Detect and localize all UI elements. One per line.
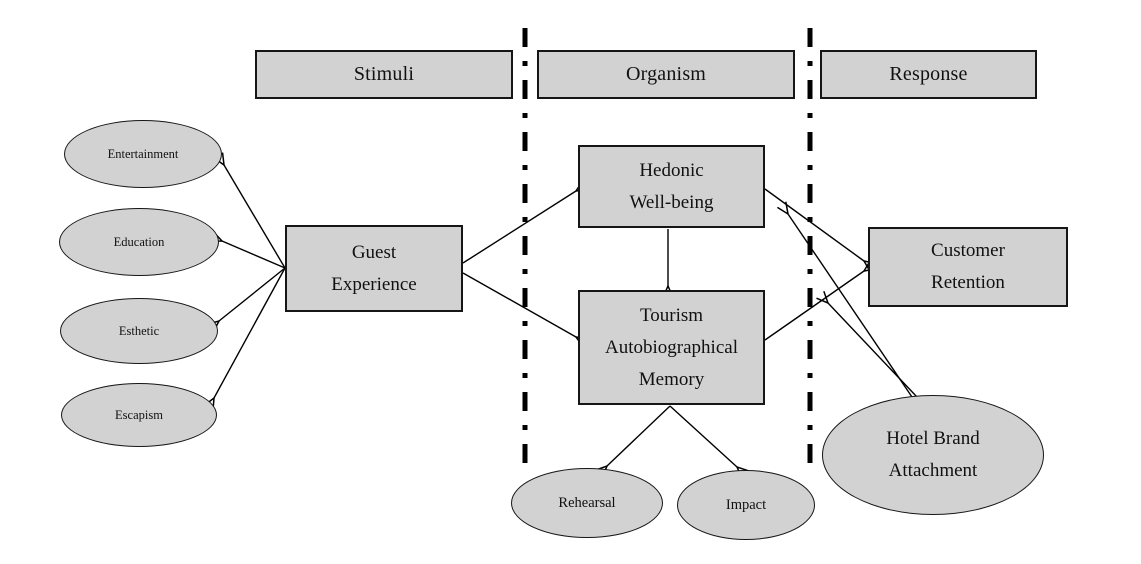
node-impact-label: Impact bbox=[725, 496, 767, 513]
node-entertainment: Entertainment bbox=[64, 120, 222, 188]
node-rehearsal-label: Rehearsal bbox=[558, 494, 616, 511]
node-tourism-memory-line2: Autobiographical bbox=[605, 336, 738, 358]
edge-tourism-memory-to-impact bbox=[669, 405, 737, 467]
edge-tourism-memory-to-rehearsal bbox=[607, 405, 671, 466]
edge-hotel-brand-attachment-moderates-memory-path bbox=[828, 303, 918, 398]
node-hotel-brand-attachment-line1: Hotel Brand bbox=[886, 428, 980, 449]
node-rehearsal: Rehearsal bbox=[511, 468, 663, 538]
node-guest-experience: Guest Experience bbox=[285, 225, 463, 312]
node-customer-retention-line1: Customer bbox=[931, 240, 1005, 261]
edge-guest-experience-to-education bbox=[222, 241, 286, 269]
node-hedonic-well-being: Hedonic Well-being bbox=[578, 145, 765, 228]
header-response-label: Response bbox=[889, 63, 968, 85]
edge-hedonic-well-being-to-customer-retention bbox=[764, 188, 864, 261]
node-tourism-memory-line1: Tourism bbox=[639, 304, 704, 326]
node-hotel-brand-attachment-line2: Attachment bbox=[888, 460, 978, 481]
node-hotel-brand-attachment: Hotel Brand Attachment bbox=[822, 395, 1044, 515]
edge-tourism-memory-to-customer-retention bbox=[764, 271, 864, 341]
node-escapism-label: Escapism bbox=[115, 407, 163, 422]
node-impact: Impact bbox=[677, 470, 815, 540]
node-tourism-autobiographical-memory: Tourism Autobiographical Memory bbox=[578, 290, 765, 405]
node-entertainment-label: Entertainment bbox=[107, 146, 179, 161]
node-tourism-memory-line3: Memory bbox=[638, 368, 705, 390]
header-organism-label: Organism bbox=[625, 63, 707, 85]
node-guest-experience-line2: Experience bbox=[331, 273, 417, 295]
edge-guest-experience-to-entertainment bbox=[224, 165, 286, 269]
node-education: Education bbox=[59, 208, 219, 276]
node-esthetic: Esthetic bbox=[60, 298, 218, 364]
node-hedonic-well-being-line1: Hedonic bbox=[639, 159, 704, 181]
header-organism: Organism bbox=[537, 50, 795, 99]
edge-guest-experience-to-hedonic-well-being bbox=[462, 191, 576, 264]
node-customer-retention: Customer Retention bbox=[868, 227, 1068, 307]
edge-guest-experience-to-escapism bbox=[214, 267, 286, 398]
node-hedonic-well-being-line2: Well-being bbox=[629, 191, 714, 213]
node-customer-retention-line2: Retention bbox=[931, 272, 1005, 293]
header-response: Response bbox=[820, 50, 1037, 99]
node-escapism: Escapism bbox=[61, 383, 217, 447]
node-guest-experience-line1: Guest bbox=[351, 241, 397, 263]
edge-guest-experience-to-esthetic bbox=[219, 267, 286, 321]
header-stimuli-label: Stimuli bbox=[353, 63, 415, 85]
edge-guest-experience-to-tourism-memory bbox=[462, 272, 576, 337]
node-esthetic-label: Esthetic bbox=[118, 323, 160, 338]
header-stimuli: Stimuli bbox=[255, 50, 513, 99]
node-education-label: Education bbox=[113, 234, 165, 249]
